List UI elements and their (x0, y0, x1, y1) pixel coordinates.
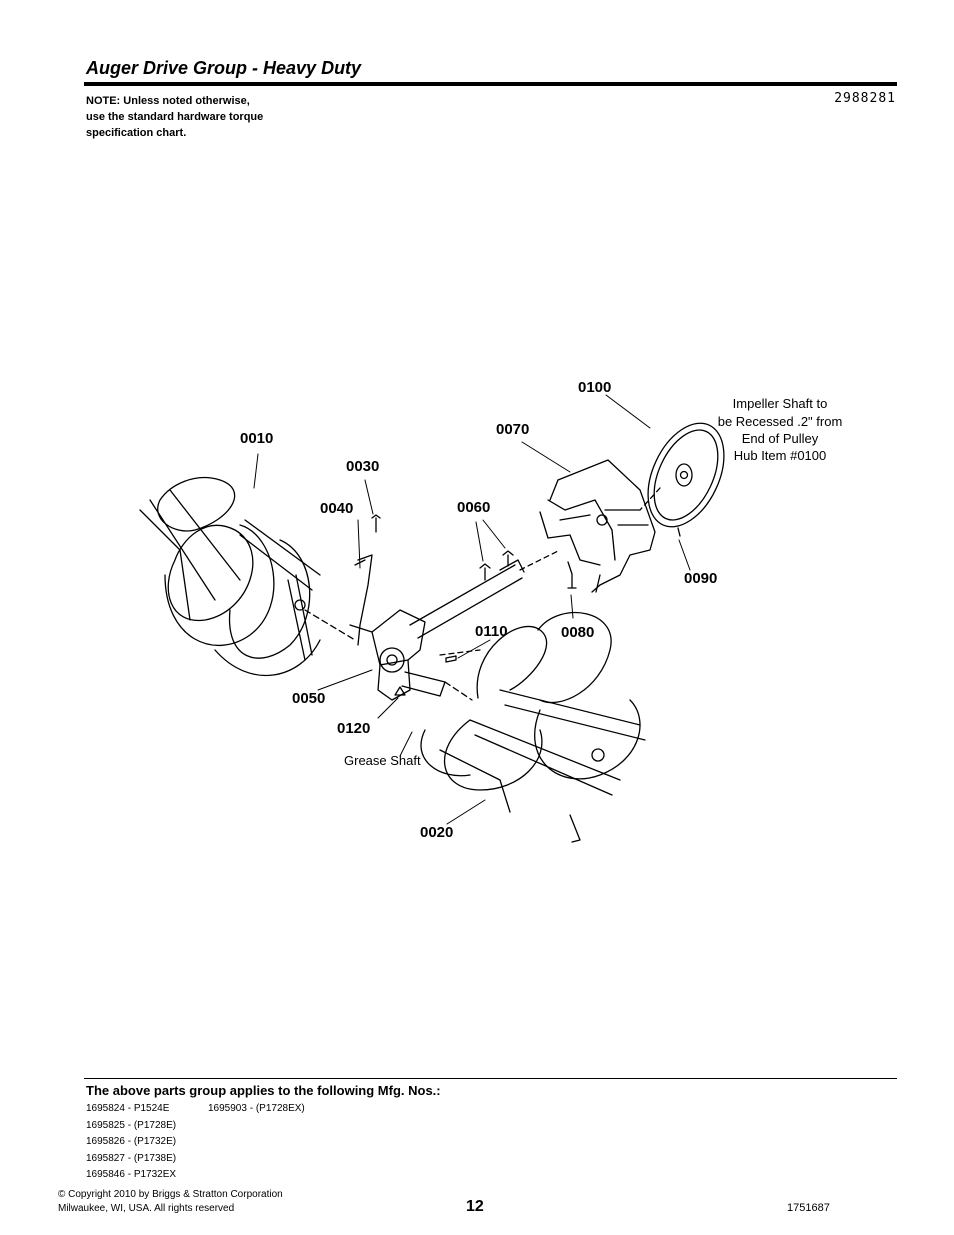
page-number: 12 (466, 1198, 484, 1215)
pulley-drawing (639, 422, 725, 537)
mfg-number: 1695824 - P1524E (86, 1103, 170, 1114)
callout-0050: 0050 (292, 690, 325, 707)
mfg-list-col1: 1695824 - P1524E 1695825 - (P1728E) 1695… (86, 1101, 176, 1184)
torque-note: NOTE: Unless noted otherwise, use the st… (86, 93, 316, 141)
callout-0040: 0040 (320, 500, 353, 517)
callout-0070: 0070 (496, 421, 529, 438)
note-line: use the standard hardware torque (86, 111, 264, 123)
mfg-number: 1695826 - (P1732E) (86, 1136, 177, 1147)
mfg-list-col2: 1695903 - (P1728EX) (208, 1101, 305, 1118)
callout-0110: 0110 (475, 623, 508, 640)
leader-lines (253, 394, 691, 825)
left-auger-drawing (139, 476, 356, 677)
mfg-number: 1695903 - (P1728EX) (208, 1103, 305, 1114)
mfg-number: 1695846 - P1732EX (86, 1169, 177, 1180)
gearbox-drawing (349, 549, 561, 701)
right-auger-drawing (420, 611, 646, 843)
callout-0090: 0090 (684, 570, 717, 587)
callout-0060: 0060 (457, 499, 490, 516)
mfg-number: 1695825 - (P1728E) (86, 1119, 177, 1131)
impeller-note-line: Impeller Shaft to (733, 396, 828, 411)
mfg-number: 1695827 - (P1738E) (86, 1152, 177, 1164)
impeller-housing-drawing (539, 459, 656, 593)
grease-shaft-label: Grease Shaft (344, 753, 421, 768)
copyright: © Copyright 2010 by Briggs & Stratton Co… (58, 1188, 283, 1216)
page-title: Auger Drive Group - Heavy Duty (86, 58, 362, 78)
footer-rule (84, 1078, 897, 1079)
note-line: NOTE: Unless noted otherwise, (86, 95, 250, 107)
drawing-number: 2988281 (834, 91, 896, 106)
applies-heading: The above parts group applies to the fol… (86, 1083, 441, 1098)
impeller-note-line: End of Pulley (742, 431, 819, 446)
hardware-drawing (371, 514, 577, 696)
callout-0010: 0010 (240, 430, 273, 447)
callout-0020: 0020 (420, 824, 453, 841)
copyright-line: Milwaukee, WI, USA. All rights reserved (58, 1203, 235, 1214)
exploded-parts-diagram: 0100 0010 0070 0030 0040 0060 0090 0110 … (139, 379, 843, 843)
impeller-note-line: Hub Item #0100 (734, 448, 827, 463)
callout-0120: 0120 (337, 720, 370, 737)
note-line: specification chart. (86, 127, 187, 139)
document-number: 1751687 (787, 1202, 830, 1214)
callout-0080: 0080 (561, 624, 594, 641)
impeller-note-line: be Recessed .2" from (718, 414, 843, 429)
copyright-line: © Copyright 2010 by Briggs & Stratton Co… (58, 1189, 283, 1200)
callout-0100: 0100 (578, 379, 611, 396)
header-rule (84, 82, 897, 86)
callout-0030: 0030 (346, 458, 379, 475)
